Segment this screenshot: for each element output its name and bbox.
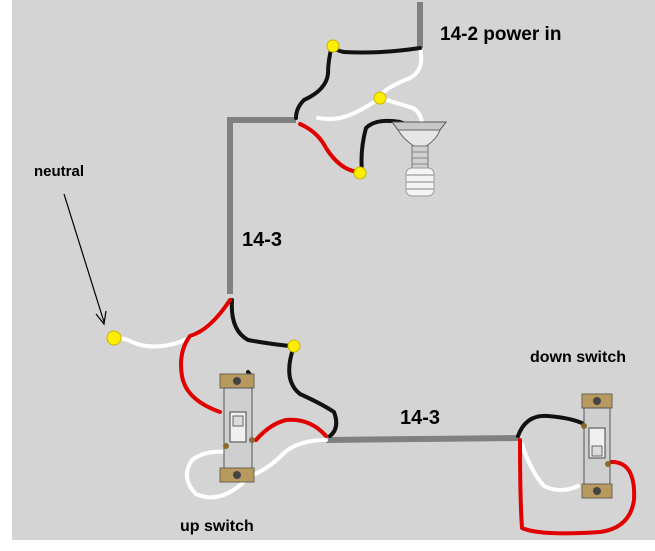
white-wire-up-switch-2 <box>244 438 328 480</box>
label-neutral: neutral <box>34 163 84 180</box>
neutral-arrow <box>63 193 107 326</box>
black-wire-down-switch <box>516 413 586 438</box>
label-up-switch: up switch <box>180 518 254 535</box>
red-wire-traveler <box>254 417 328 442</box>
wire-nut-neutral-lamp <box>373 91 387 105</box>
wire-nut-neutral <box>106 330 122 346</box>
black-wire-upper <box>229 298 292 348</box>
label-power-in: 14-2 power in <box>440 24 561 45</box>
red-wire-down <box>518 438 637 536</box>
black-wire-to-switchloop <box>294 44 334 120</box>
red-wire-lamp <box>298 122 360 174</box>
wire-nut-black <box>287 339 301 353</box>
red-wires <box>179 122 637 536</box>
white-wire-to-lamp <box>316 96 382 121</box>
label-cable-upper: 14-3 <box>242 229 282 251</box>
white-wire-lamp-neutral <box>378 96 424 124</box>
diagram-panel <box>12 0 655 540</box>
white-wire-down-switch <box>520 442 580 492</box>
cable-14-3-lower <box>325 435 521 443</box>
wire-nut-supply <box>326 39 340 53</box>
label-cable-lower: 14-3 <box>400 407 440 429</box>
up-switch-icon <box>219 373 255 483</box>
cable-14-3-upper <box>227 117 296 294</box>
cable-sheaths <box>227 2 521 443</box>
wire-nut-lamp-hot <box>353 166 367 180</box>
black-wire-down <box>287 344 339 438</box>
white-wire-up-switch <box>184 449 248 500</box>
wire-nuts <box>106 39 387 353</box>
light-bulb-icon <box>391 121 447 197</box>
label-down-switch: down switch <box>530 349 626 366</box>
red-wire-up <box>179 298 232 414</box>
down-switch-icon <box>581 393 613 499</box>
